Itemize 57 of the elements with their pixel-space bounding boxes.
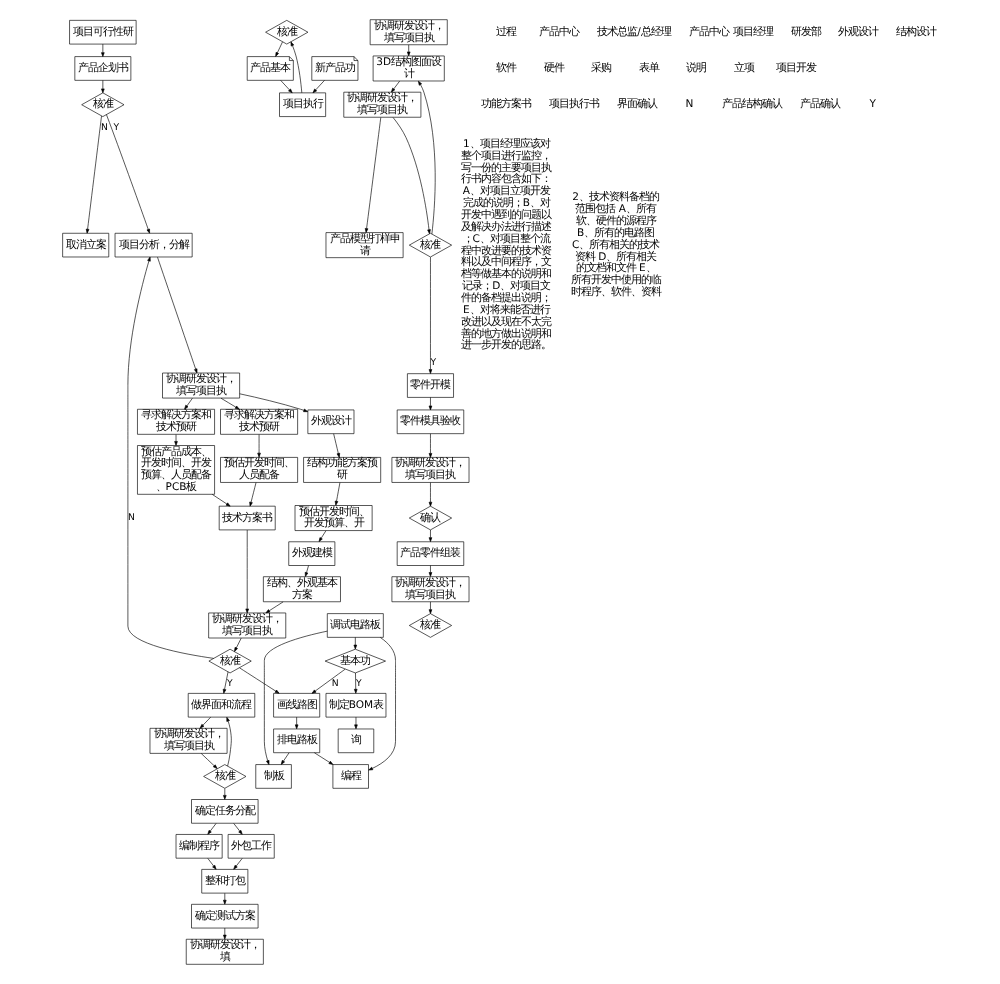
arrow — [333, 482, 340, 506]
arrow — [311, 80, 324, 94]
arrow — [105, 114, 149, 234]
arrow — [221, 671, 228, 694]
arrow — [417, 80, 435, 235]
arrow — [353, 716, 357, 730]
arrow — [248, 482, 256, 507]
arrow — [264, 601, 283, 614]
arrow — [156, 256, 197, 374]
arrow — [222, 927, 226, 940]
arrow — [391, 117, 430, 235]
arrow — [317, 530, 326, 542]
arrow — [363, 117, 381, 233]
arrow — [427, 565, 432, 577]
arrow — [233, 637, 241, 652]
arrow — [367, 637, 395, 771]
arrow — [244, 529, 248, 614]
arrow — [183, 397, 192, 410]
arrow — [222, 892, 226, 905]
arrow — [352, 637, 357, 650]
arrow — [263, 630, 327, 765]
arrow — [332, 433, 340, 458]
arrow — [210, 494, 230, 507]
arrow — [206, 823, 216, 835]
arrow — [100, 80, 104, 94]
arrow — [279, 752, 289, 765]
arrow — [206, 858, 216, 870]
arrow — [406, 44, 410, 57]
arrow — [232, 858, 242, 870]
arrow — [274, 41, 282, 57]
arrow — [238, 667, 279, 694]
arrow — [219, 397, 239, 410]
arrow — [303, 565, 308, 577]
arrow — [126, 256, 213, 659]
arrow — [313, 752, 333, 765]
arrow — [232, 823, 242, 835]
arrow — [390, 80, 399, 93]
arrow — [427, 256, 432, 374]
arrow — [256, 434, 260, 458]
arrow — [427, 601, 432, 614]
arrow — [173, 434, 177, 446]
arrow — [427, 529, 432, 542]
arrow — [293, 716, 298, 730]
arrow — [427, 433, 432, 458]
arrow — [289, 41, 302, 94]
arrow — [279, 80, 292, 94]
arrow — [222, 788, 226, 800]
arrow — [225, 716, 231, 767]
arrow — [310, 668, 345, 694]
arrow — [100, 43, 104, 57]
arrow — [198, 716, 211, 729]
arrow — [353, 672, 357, 694]
arrow — [427, 397, 432, 411]
arrow — [238, 393, 308, 412]
arrow — [427, 482, 432, 507]
arrow — [84, 115, 101, 234]
arrow — [199, 753, 217, 769]
